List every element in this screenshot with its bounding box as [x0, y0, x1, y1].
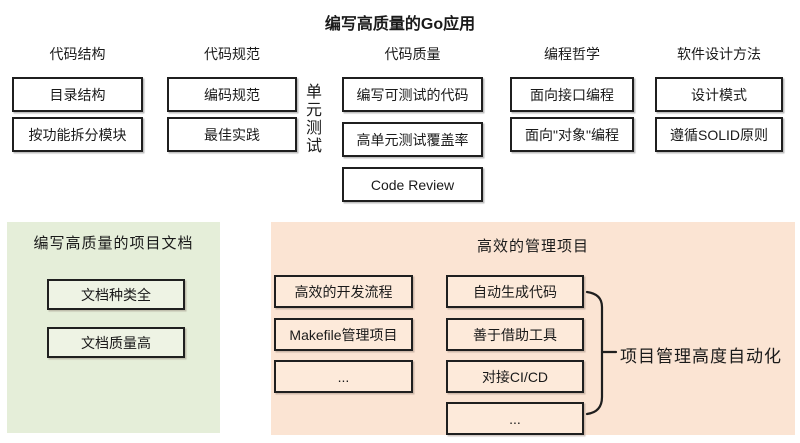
panel-title: 编写高质量的项目文档 — [33, 235, 194, 252]
node-box: Makefile管理项目 — [274, 318, 413, 351]
node-box: 高效的开发流程 — [274, 275, 413, 308]
node-box: 目录结构 — [12, 77, 143, 112]
column-software-design: 软件设计方法 设计模式 遵循SOLID原则 — [655, 46, 783, 152]
node-box: 文档种类全 — [47, 279, 185, 310]
node-box: 文档质量高 — [47, 327, 185, 358]
brace-icon — [585, 290, 618, 416]
panel-title: 高效的管理项目 — [476, 238, 589, 255]
column-header: 编程哲学 — [544, 46, 600, 62]
node-box: 面向接口编程 — [510, 77, 634, 112]
column-header: 代码质量 — [384, 46, 441, 62]
node-box: ... — [446, 402, 584, 435]
column-header: 代码规范 — [204, 46, 260, 62]
node-box: 遵循SOLID原则 — [655, 117, 783, 152]
node-box: 编写可测试的代码 — [342, 77, 483, 112]
node-box: 编码规范 — [167, 77, 297, 112]
panel-project-docs: 编写高质量的项目文档 文档种类全 文档质量高 — [7, 222, 220, 433]
node-box: 善于借助工具 — [446, 318, 584, 351]
node-box: 自动生成代码 — [446, 275, 584, 308]
column-header: 代码结构 — [49, 46, 106, 62]
node-box: 高单元测试覆盖率 — [342, 122, 483, 157]
column-programming-philosophy: 编程哲学 面向接口编程 面向"对象"编程 — [510, 46, 634, 152]
node-box: Code Review — [342, 167, 483, 202]
node-box: 对接CI/CD — [446, 360, 584, 393]
node-box: 面向"对象"编程 — [510, 117, 634, 152]
column-code-standard: 代码规范 编码规范 最佳实践 — [167, 46, 297, 152]
node-box: 设计模式 — [655, 77, 783, 112]
panel-project-management: 高效的管理项目 高效的开发流程 Makefile管理项目 ... 自动生成代码 … — [271, 222, 795, 435]
node-box: ... — [274, 360, 413, 393]
column-code-quality: 代码质量 编写可测试的代码 高单元测试覆盖率 Code Review — [342, 46, 483, 202]
node-box: 最佳实践 — [167, 117, 297, 152]
column-code-structure: 代码结构 目录结构 按功能拆分模块 — [12, 46, 143, 152]
brace-annotation-label: 项目管理高度自动化 — [620, 347, 782, 366]
node-box: 按功能拆分模块 — [12, 117, 143, 152]
unit-test-vertical-label: 单元测试 — [305, 84, 322, 155]
diagram-title: 编写高质量的Go应用 — [324, 16, 476, 33]
column-header: 软件设计方法 — [677, 46, 761, 62]
